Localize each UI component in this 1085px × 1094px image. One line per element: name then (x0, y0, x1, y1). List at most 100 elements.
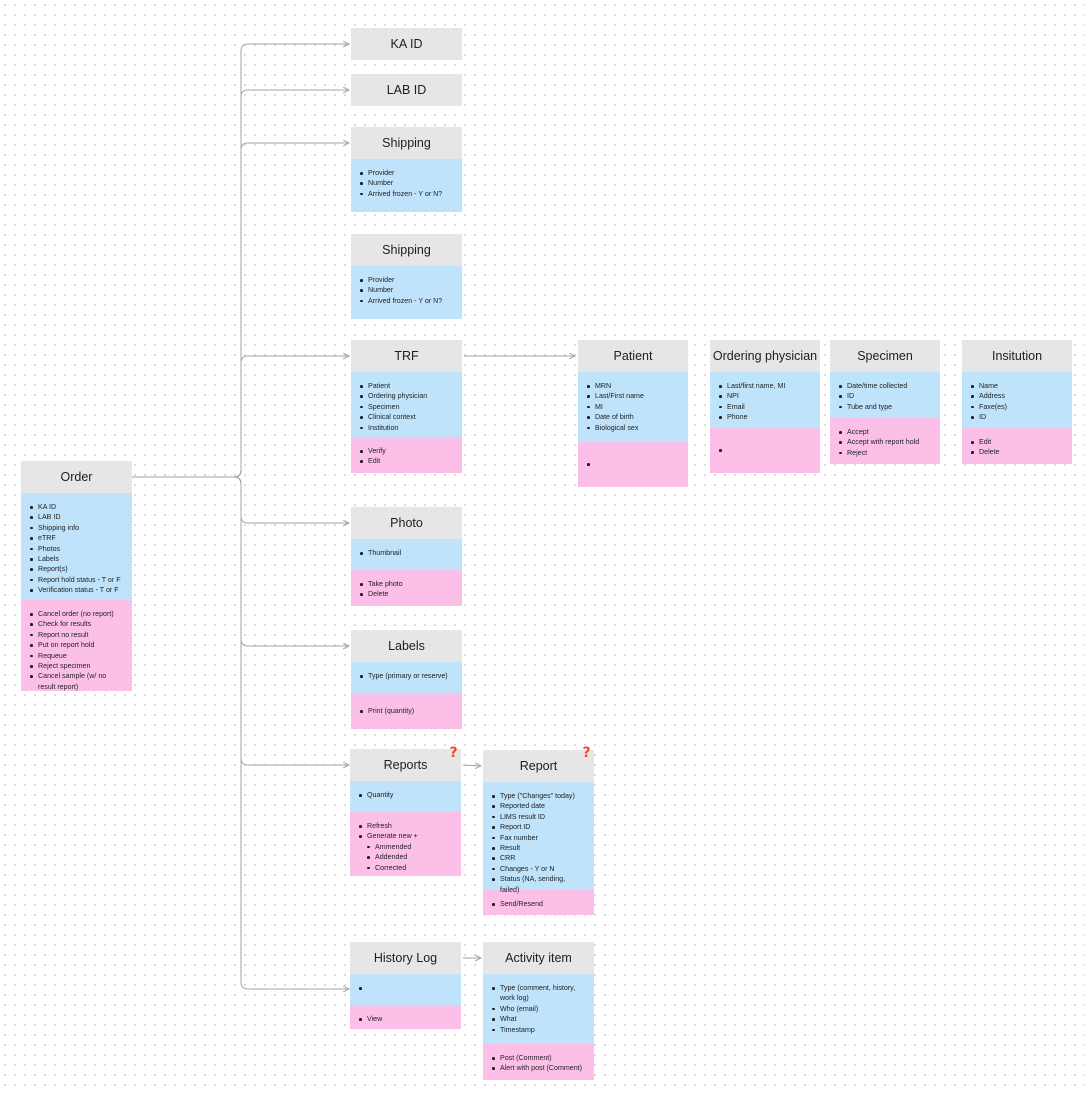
ordering-physician-card-title: Ordering physician (710, 340, 820, 372)
trf-action-item: Edit (359, 456, 454, 466)
labels-attributes: Type (primary or reserve) (351, 662, 462, 693)
trf-card-title: TRF (351, 340, 462, 372)
institution-card-title: Insitution (962, 340, 1072, 372)
specimen-action-item: Accept (838, 427, 932, 437)
shipping-attribute-item: Provider (359, 275, 454, 285)
order-actions: Cancel order (no report)Check for result… (21, 600, 132, 691)
order-attribute-item: Report(s) (29, 564, 124, 574)
branch-connector (233, 476, 349, 765)
ka-id-card[interactable]: KA ID (351, 28, 462, 60)
shipping-attribute-item: Provider (359, 168, 454, 178)
order-card-title: Order (21, 461, 132, 493)
history-log-actions: View (350, 1005, 461, 1029)
order-action-item: Cancel order (no report) (29, 609, 124, 619)
report-actions: Send/Resend (483, 890, 594, 915)
specimen-action-item: Accept with report hold (838, 437, 932, 447)
institution-attribute-item: Name (970, 381, 1064, 391)
institution-action-item: Delete (970, 447, 1064, 457)
activity-item-actions: Post (Comment)Alert with post (Comment) (483, 1044, 594, 1080)
order-action-item: Report no result (29, 630, 124, 640)
patient-attribute-item: Biological sex (586, 423, 680, 433)
reports-action-subitem: Corrected (358, 863, 453, 873)
patient-attribute-item: MRN (586, 381, 680, 391)
branch-connector (233, 356, 349, 478)
reports-card-title: Reports (350, 749, 461, 781)
shipping-attribute-item: Number (359, 178, 454, 188)
report-attribute-item: Type ("Changes" today) (491, 791, 586, 801)
report-attribute-item: Status (NA, sending, failed) (491, 874, 586, 895)
shipping-card-duplicate-title: Shipping (351, 234, 462, 266)
report-attribute-item: CRR (491, 853, 586, 863)
labels-card-title: Labels (351, 630, 462, 662)
report-card-title: Report (483, 750, 594, 782)
report-attribute-item: Fax number (491, 833, 586, 843)
shipping-attribute-item: Number (359, 285, 454, 295)
patient-attribute-item: MI (586, 402, 680, 412)
order-action-item: Cancel sample (w/ no result report) (29, 671, 124, 692)
question-mark-icon: ? (582, 745, 591, 761)
trf-attribute-item: Patient (359, 381, 454, 391)
labels-attribute-item: Type (primary or reserve) (359, 671, 454, 681)
activity-item-card[interactable]: Activity item Type (comment, history, wo… (483, 942, 594, 1080)
photo-attribute-item: Thumbnail (359, 548, 454, 558)
lab-id-card-title: LAB ID (351, 74, 462, 106)
ordering-physician-actions (710, 428, 820, 473)
specimen-attribute-item: Tube and type (838, 402, 932, 412)
ordering-physician-attribute-item: Email (718, 402, 812, 412)
photo-action-item: Take photo (359, 579, 454, 589)
history-log-card-title: History Log (350, 942, 461, 974)
order-attribute-item: Labels (29, 554, 124, 564)
report-card[interactable]: Report Type ("Changes" today)Reported da… (483, 750, 594, 915)
patient-attribute-item: Last/First name (586, 391, 680, 401)
report-attribute-item: Result (491, 843, 586, 853)
order-action-item: Check for results (29, 619, 124, 629)
history-log-card[interactable]: History Log View (350, 942, 461, 1029)
order-attribute-item: KA ID (29, 502, 124, 512)
labels-card[interactable]: Labels Type (primary or reserve) Print (… (351, 630, 462, 729)
reports-action-subitem: Addended (358, 852, 453, 862)
shipping-attribute-item: Arrived frozen - Y or N? (359, 189, 454, 199)
activity-item-attribute-item: Type (comment, history, work log) (491, 983, 586, 1004)
reports-attributes: Quantity (350, 781, 461, 812)
ordering-physician-attribute-item: NPI (718, 391, 812, 401)
trf-attribute-item: Specimen (359, 402, 454, 412)
branch-connector (233, 90, 349, 478)
activity-item-attribute-item: Timestamp (491, 1025, 586, 1035)
patient-card-title: Patient (578, 340, 688, 372)
branch-connector (233, 476, 349, 989)
trf-attribute-item: Ordering physician (359, 391, 454, 401)
photo-card-title: Photo (351, 507, 462, 539)
ka-id-card-title: KA ID (351, 28, 462, 60)
activity-item-attributes: Type (comment, history, work log)Who (em… (483, 974, 594, 1044)
question-mark-icon: ? (449, 745, 458, 761)
order-attribute-item: Photos (29, 544, 124, 554)
institution-attribute-item: ID (970, 412, 1064, 422)
history-log-action-item: View (358, 1014, 453, 1024)
activity-item-card-title: Activity item (483, 942, 594, 974)
activity-item-attribute-item: What (491, 1014, 586, 1024)
order-action-item: Requeue (29, 651, 124, 661)
shipping-attribute-item: Arrived frozen - Y or N? (359, 296, 454, 306)
specimen-attribute-item: ID (838, 391, 932, 401)
lab-id-card[interactable]: LAB ID (351, 74, 462, 106)
activity-item-action-item: Post (Comment) (491, 1053, 586, 1063)
